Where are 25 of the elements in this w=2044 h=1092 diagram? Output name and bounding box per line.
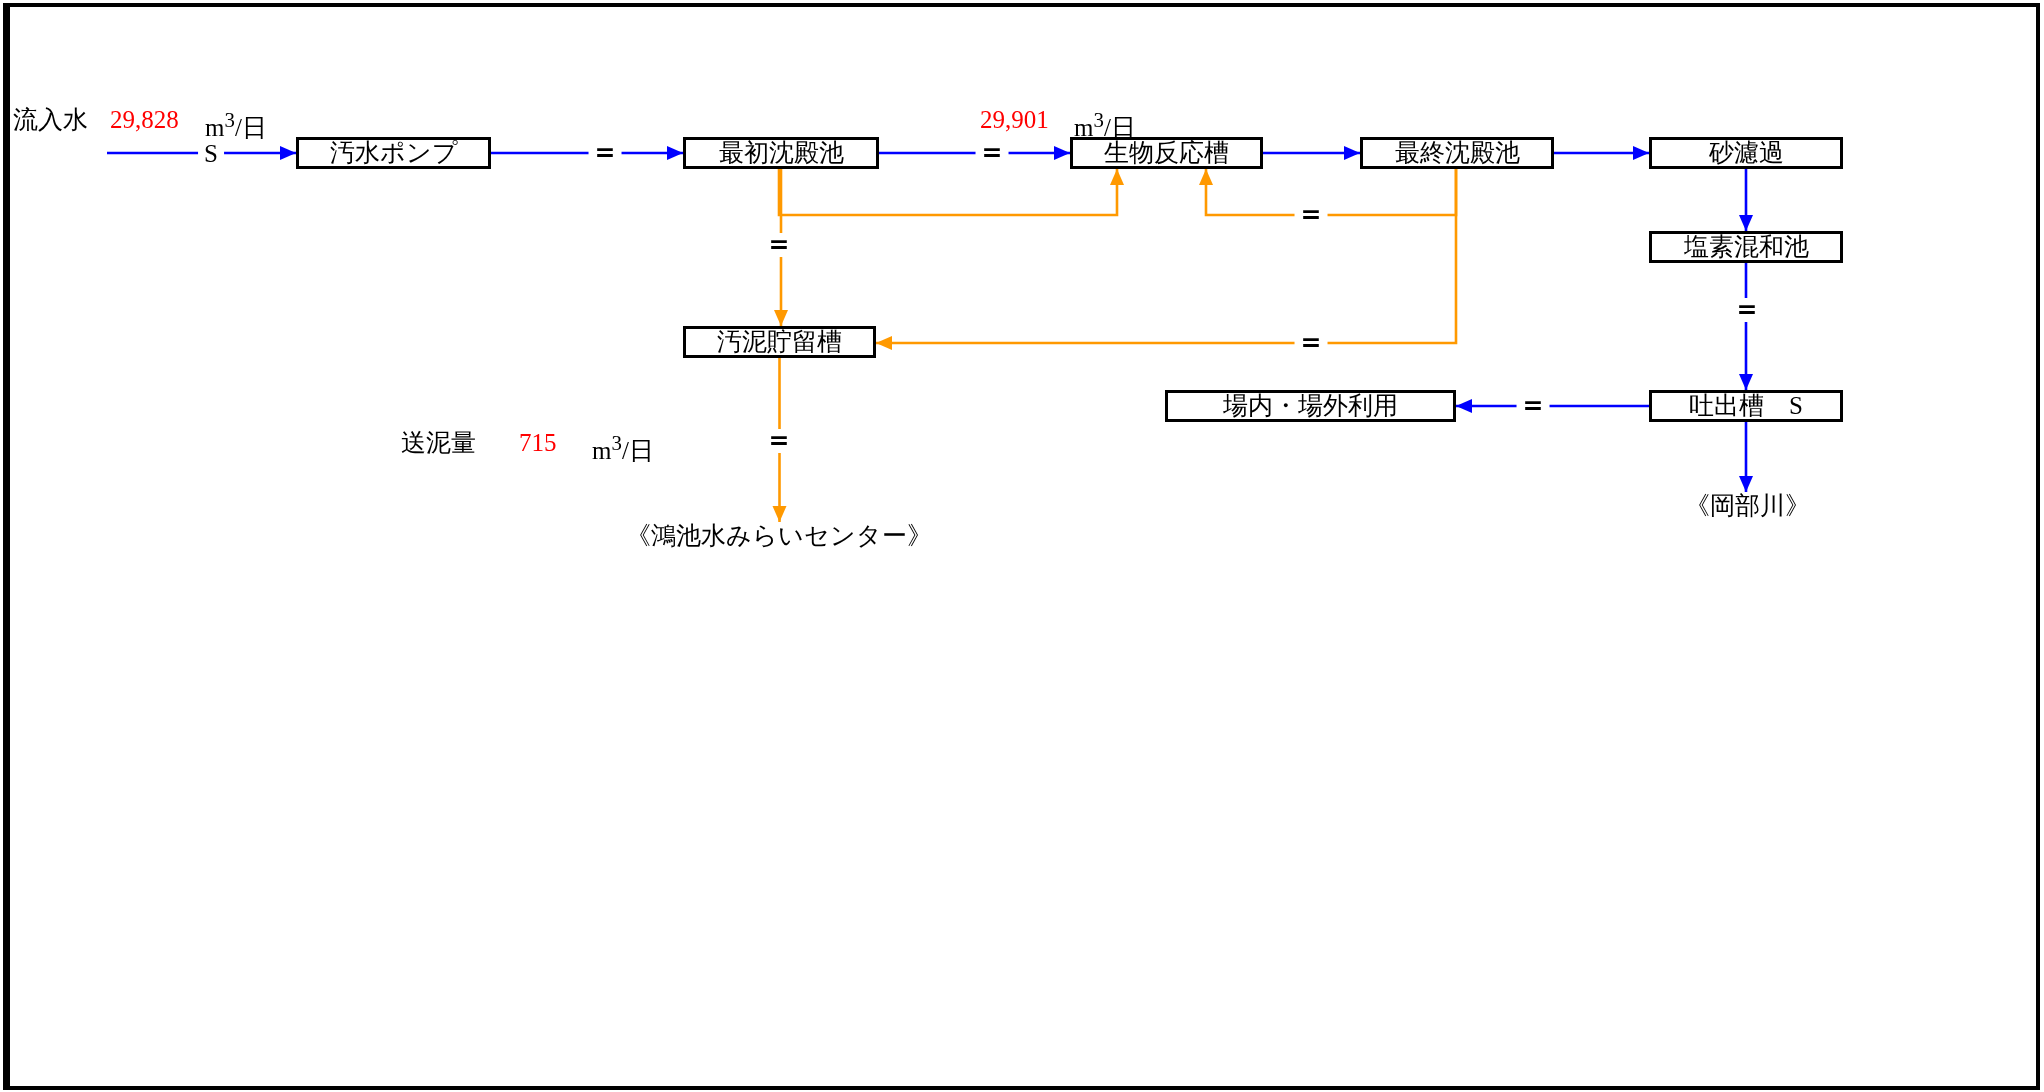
flow-arrow [777, 169, 1124, 217]
destination-label: 《鴻池水みらいセンター》 [626, 522, 932, 550]
flow-arrow [1739, 169, 1753, 231]
process-box: 汚泥貯留槽 [683, 326, 876, 358]
flow-value: 29,901 [980, 106, 1049, 134]
flow-value: 29,828 [110, 106, 179, 134]
process-box: 生物反応槽 [1070, 137, 1263, 169]
process-box: 塩素混和池 [1649, 231, 1843, 263]
process-box: 最初沈殿池 [683, 137, 879, 169]
process-box: 吐出槽 S [1649, 390, 1843, 422]
destination-label: 《岡部川》 [1684, 492, 1810, 520]
process-box: 最終沈殿池 [1360, 137, 1554, 169]
flow-arrow [1263, 146, 1360, 160]
process-box: 汚水ポンプ [296, 137, 491, 169]
note-text: 送泥量 [401, 429, 476, 457]
flow-arrow [876, 169, 1458, 350]
note-text: m$^{3}$/日 [592, 430, 654, 466]
flow-arrow [1739, 422, 1753, 492]
note-text: 流入水 [13, 106, 88, 134]
note-text: m$^{3}$/日 [205, 107, 267, 143]
process-box: 場内・場外利用 [1165, 390, 1456, 422]
process-box: 砂濾過 [1649, 137, 1843, 169]
flow-arrow [1199, 169, 1458, 217]
flow-arrow [1554, 146, 1649, 160]
flow-value: 715 [519, 429, 557, 457]
